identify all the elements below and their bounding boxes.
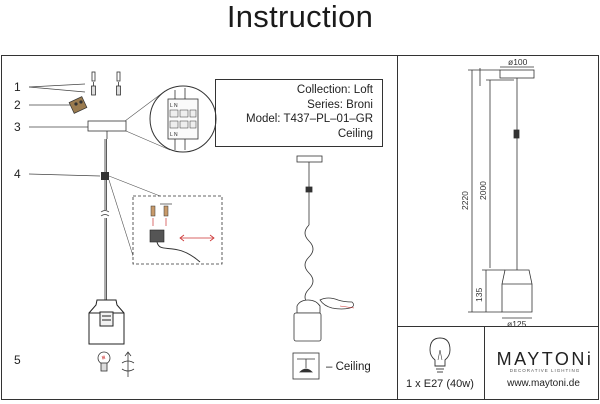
wiring-detail-icon: L N L N [149, 85, 217, 153]
dimension-drawing [468, 66, 535, 319]
pendant-cord [100, 139, 110, 300]
top-diameter-label: ø100 [508, 57, 528, 67]
brand-tagline: DECORATIVE LIGHTING [509, 368, 581, 373]
shade-diameter-label: ø125 [507, 319, 527, 329]
type-label: Ceiling [337, 127, 373, 140]
model-label: Model: T437–PL–01–GR [245, 113, 373, 125]
cord-grip-detail-icon [132, 195, 223, 265]
shade-height-label: 135 [474, 287, 484, 302]
series-label: Series: Broni [307, 98, 373, 111]
canopy-icon [87, 120, 127, 139]
terminal-block-icon [68, 96, 88, 114]
page-title: Instruction [226, 0, 374, 34]
cord-length-label: 2000 [478, 181, 488, 200]
product-info-box: Collection: Loft Series: Broni Model: T4… [215, 79, 383, 147]
step-number: 5 [14, 353, 21, 367]
bulb-spec-icon [429, 337, 451, 373]
rotate-icon [121, 351, 135, 377]
bulb-icon [97, 351, 111, 372]
svg-text:L N: L N [170, 132, 178, 138]
leader-lines [28, 83, 101, 177]
step-number: 1 [14, 80, 21, 94]
lamp-shade-icon [88, 299, 125, 345]
brand-url[interactable]: www.maytoni.de [507, 378, 580, 389]
bulb-spec-label: 1 x E27 (40w) [406, 378, 474, 390]
ceiling-legend-label: – Ceiling [326, 361, 371, 373]
outer-frame [1, 55, 599, 400]
step-number: 2 [14, 98, 21, 112]
pendant-figure-icon [293, 155, 323, 342]
svg-text:L N: L N [170, 103, 178, 109]
cord-grip-icon [101, 172, 109, 180]
hand-icon [319, 297, 355, 310]
total-height-label: 2220 [460, 191, 470, 210]
collection-label: Collection: Loft [296, 84, 373, 96]
brand-logo: MAYTONi [496, 349, 594, 369]
step-number: 4 [14, 167, 21, 181]
screws-icon [91, 71, 121, 96]
step-number: 3 [14, 120, 21, 134]
ceiling-mount-icon [292, 352, 320, 380]
